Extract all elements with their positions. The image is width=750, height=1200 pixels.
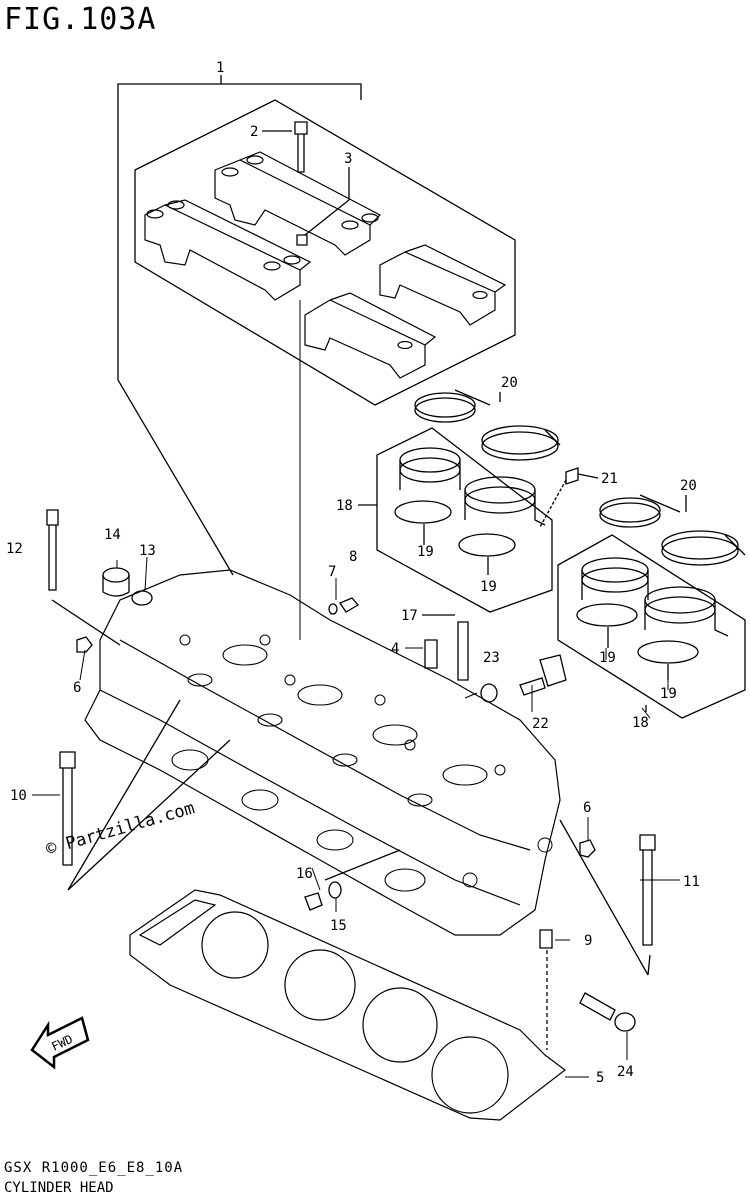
callout-11: 11 — [683, 874, 700, 890]
intake-boot-box — [376, 427, 553, 613]
figure-caption: CYLINDER HEAD — [4, 1180, 114, 1196]
cap-14 — [102, 567, 130, 597]
callout-17: 17 — [401, 608, 418, 624]
plug-6 — [76, 636, 93, 653]
callout-2: 2 — [250, 124, 258, 140]
camshaft-holder-group — [117, 75, 516, 640]
camshaft-holder — [379, 244, 507, 326]
callout-19: 19 — [417, 544, 434, 560]
o-ring-19 — [394, 500, 452, 524]
callout-21: 21 — [601, 471, 618, 487]
head-gasket-5 — [129, 889, 566, 1121]
head-bolt-boss — [179, 634, 553, 888]
callout-8: 8 — [349, 549, 357, 565]
dowel-9 — [539, 929, 553, 1050]
intake-clamp-20-left — [414, 389, 561, 461]
camshaft-holder — [304, 292, 437, 379]
screw-21 — [539, 467, 599, 528]
callout-18: 18 — [336, 498, 353, 514]
callout-labels: 1 2 3 4 5 6 6 7 8 9 10 11 12 13 14 15 16… — [6, 60, 700, 1086]
intake-boot-box — [557, 534, 746, 719]
intake-boot-group-left — [358, 427, 553, 613]
gasket-13 — [131, 590, 153, 606]
camshaft-holder — [214, 151, 382, 256]
callout-20: 20 — [501, 375, 518, 391]
o-ring-19 — [458, 533, 516, 557]
figure-code: GSX R1000_E6_E8_10A — [4, 1160, 184, 1176]
o-ring-19 — [576, 603, 638, 627]
leader-line-1 — [117, 75, 234, 576]
callout-18: 18 — [632, 715, 649, 731]
leader-line-3b — [304, 199, 350, 236]
callout-19: 19 — [660, 686, 677, 702]
callout-1: 1 — [216, 60, 224, 76]
dowel-pin-3 — [296, 234, 308, 246]
o-ring-19 — [637, 640, 699, 664]
washer-15 — [328, 881, 342, 899]
callout-6: 6 — [73, 680, 81, 696]
callout-24: 24 — [617, 1064, 634, 1080]
callout-16: 16 — [296, 866, 313, 882]
cylinder-head-body — [84, 569, 561, 936]
fwd-arrow-icon: FWD — [30, 1016, 90, 1070]
callout-13: 13 — [139, 543, 156, 559]
gasket-23 — [480, 683, 498, 703]
callout-3: 3 — [344, 151, 352, 167]
callout-19: 19 — [480, 579, 497, 595]
cam-journal — [187, 644, 488, 807]
intake-boot-group-right — [557, 534, 746, 719]
callout-15: 15 — [330, 918, 347, 934]
callout-10: 10 — [10, 788, 27, 804]
leader-line-1b — [221, 83, 362, 100]
plug-6 — [579, 839, 596, 858]
callout-leaders — [32, 556, 680, 1078]
callout-20: 20 — [680, 478, 697, 494]
bolt-10 — [59, 699, 231, 891]
bolt-16 — [304, 849, 401, 911]
figure-title: FIG.103A — [4, 2, 157, 37]
bolt-11 — [559, 819, 656, 976]
bolt-12 — [46, 509, 121, 646]
bolt-2 — [262, 121, 308, 173]
bolt-24 — [579, 992, 636, 1032]
callout-22: 22 — [532, 716, 549, 732]
watermark: © Partzilla.com — [44, 798, 197, 860]
callout-4: 4 — [391, 641, 399, 657]
callout-19: 19 — [599, 650, 616, 666]
plug-7-8 — [328, 597, 360, 615]
intake-clamp-20-right — [599, 494, 746, 566]
callout-14: 14 — [104, 527, 121, 543]
camshaft-holder — [144, 199, 312, 301]
callout-12: 12 — [6, 541, 23, 557]
holder-group-box — [134, 99, 516, 406]
sensor-22 — [519, 654, 567, 696]
callout-9: 9 — [584, 933, 592, 949]
spark-plug-17 — [422, 614, 469, 681]
callout-7: 7 — [328, 564, 336, 580]
plug-4 — [424, 639, 438, 669]
callout-6: 6 — [583, 800, 591, 816]
callout-5: 5 — [596, 1070, 604, 1086]
callout-23: 23 — [483, 650, 500, 666]
